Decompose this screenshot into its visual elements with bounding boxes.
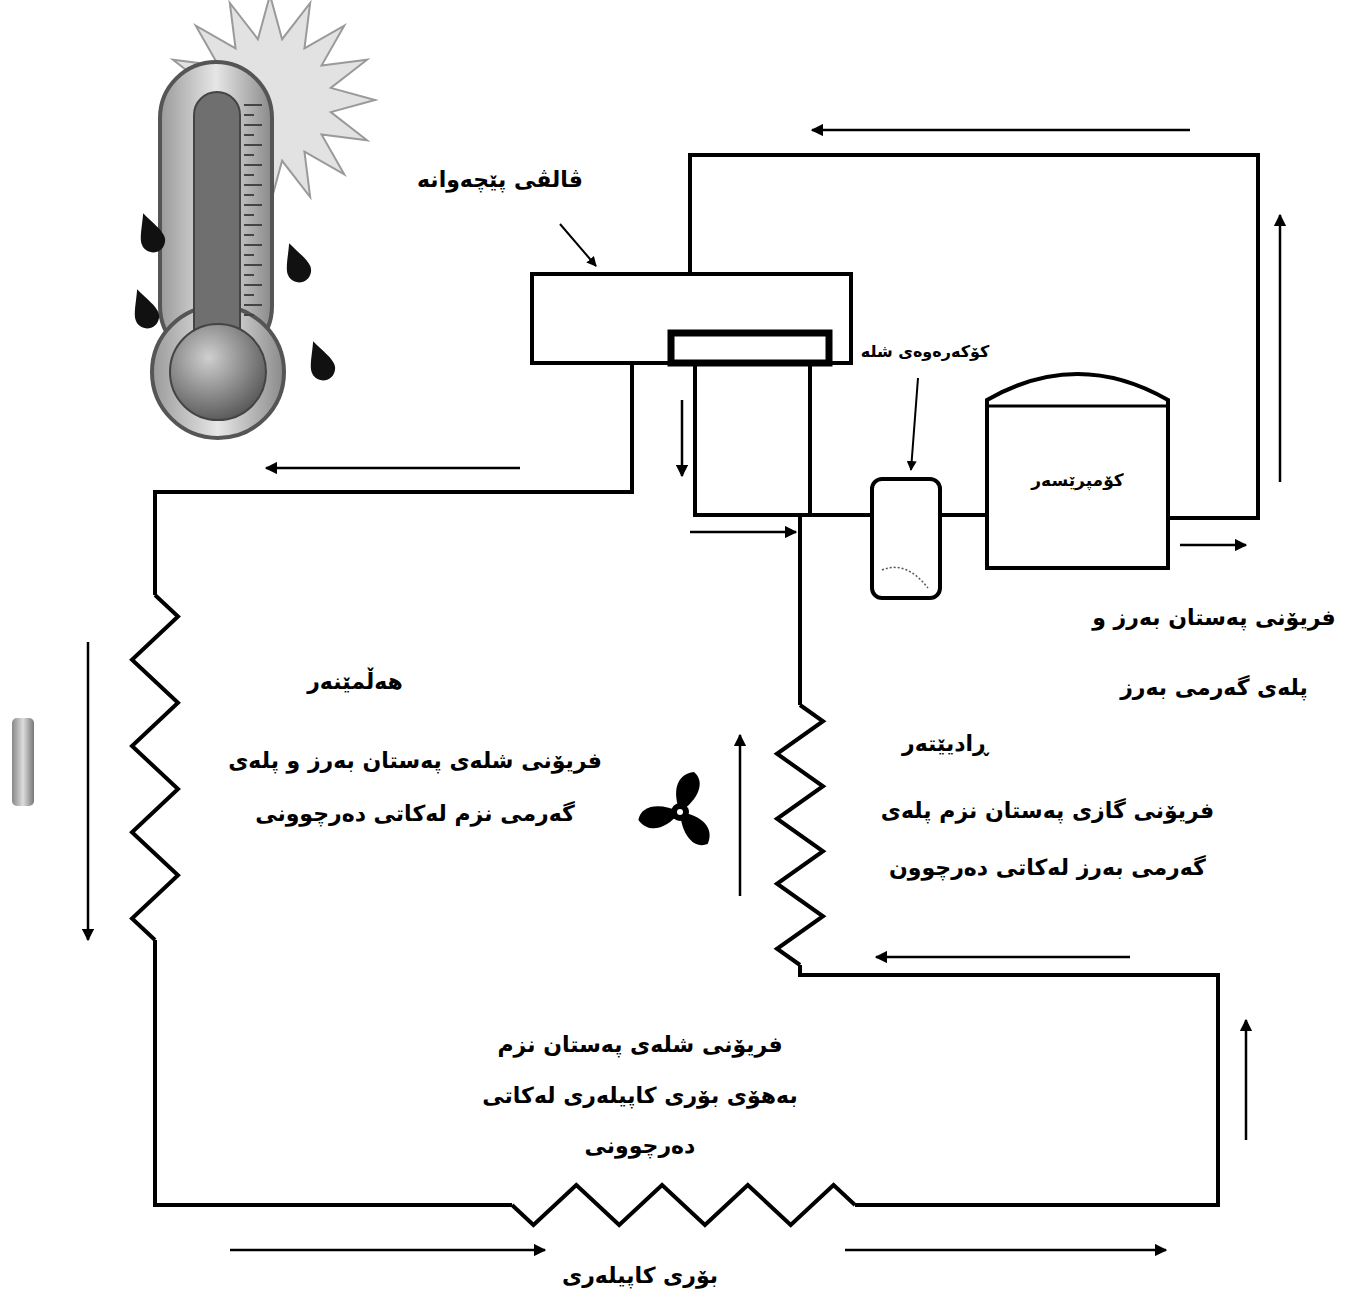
scale-tick bbox=[244, 304, 262, 306]
droplets bbox=[126, 209, 339, 384]
refrigerant-pipe bbox=[942, 513, 985, 517]
refrigerant-pipe bbox=[695, 365, 870, 515]
scale-tick bbox=[244, 124, 262, 126]
refrigerant-pipe bbox=[155, 940, 512, 1205]
state-note: فریۆنی شلەی پەستان بەرز و پلەی گەرمی نزم… bbox=[190, 735, 640, 841]
capillary-tube-shape bbox=[512, 1183, 855, 1227]
scale-tick bbox=[244, 284, 262, 286]
part-name: ڤالڤی پێچەوانە bbox=[400, 166, 600, 195]
state-note: فریۆنی شلەی پەستان نزم بەهۆی بۆری کاپیلە… bbox=[475, 1020, 805, 1172]
radiator-coil: ڕادیێتەرفریۆنی گازی پەستان نزم پلەی گەرم… bbox=[775, 705, 825, 965]
refrigerant-pipe bbox=[155, 365, 632, 595]
scale-tick bbox=[244, 244, 262, 246]
liquid-collector: کۆکەرەوەی شلە bbox=[870, 477, 942, 600]
scale-tick bbox=[244, 254, 254, 256]
pipe bbox=[808, 365, 812, 515]
scale-tick bbox=[244, 274, 254, 276]
scale-tick bbox=[244, 194, 254, 196]
evaporator-coil-shape bbox=[130, 595, 180, 940]
expansion-valve-shape bbox=[530, 272, 853, 365]
part-name: هەڵمێنەر bbox=[250, 668, 460, 697]
expansion-valve: ڤالڤی پێچەوانە bbox=[530, 272, 853, 365]
filter-cylinder bbox=[12, 718, 34, 806]
scale-ticks bbox=[244, 105, 262, 315]
scale-tick bbox=[244, 224, 262, 226]
scale-tick bbox=[244, 144, 262, 146]
part-name: کۆکەرەوەی شلە bbox=[845, 342, 1005, 363]
scale-tick bbox=[244, 234, 254, 236]
scale-tick bbox=[244, 174, 254, 176]
scale-tick bbox=[244, 184, 262, 186]
radiator-coil-shape bbox=[775, 705, 825, 965]
evaporator-coil: هەڵمێنەرفریۆنی شلەی پەستان بەرز و پلەی گ… bbox=[130, 595, 180, 940]
part-name: بۆری کاپیلەری bbox=[530, 1262, 750, 1291]
flow-arrows bbox=[88, 130, 1280, 1250]
compressor-shape bbox=[985, 360, 1170, 570]
part-name: ڕادیێتەر bbox=[875, 730, 1015, 759]
liquid-collector-shape bbox=[870, 477, 942, 600]
capillary-tube: بۆری کاپیلەریفریۆنی شلەی پەستان نزم بەهۆ… bbox=[512, 1183, 855, 1227]
scale-tick bbox=[244, 314, 254, 316]
state-note: فریۆنی گازی پەستان نزم پلەی گەرمی بەرز ل… bbox=[855, 782, 1240, 896]
state-note: فریۆنی پەستان بەرز و پلەی گەرمی بەرز bbox=[1082, 583, 1346, 724]
refrigerant-pipe bbox=[800, 965, 1218, 1205]
part-name: کۆمپرێسەر bbox=[985, 469, 1170, 491]
refrigerant-pipe bbox=[800, 515, 870, 705]
scale-tick bbox=[244, 154, 254, 156]
scale-tick bbox=[244, 104, 262, 106]
scale-tick bbox=[244, 134, 254, 136]
compressor: کۆمپرێسەر bbox=[985, 360, 1170, 570]
scale-tick bbox=[244, 214, 254, 216]
scale-tick bbox=[244, 294, 254, 296]
scale-tick bbox=[244, 204, 262, 206]
scale-tick bbox=[244, 114, 254, 116]
scale-tick bbox=[244, 164, 262, 166]
thermometer bbox=[152, 62, 284, 438]
fan bbox=[636, 772, 717, 849]
scale-tick bbox=[244, 264, 262, 266]
